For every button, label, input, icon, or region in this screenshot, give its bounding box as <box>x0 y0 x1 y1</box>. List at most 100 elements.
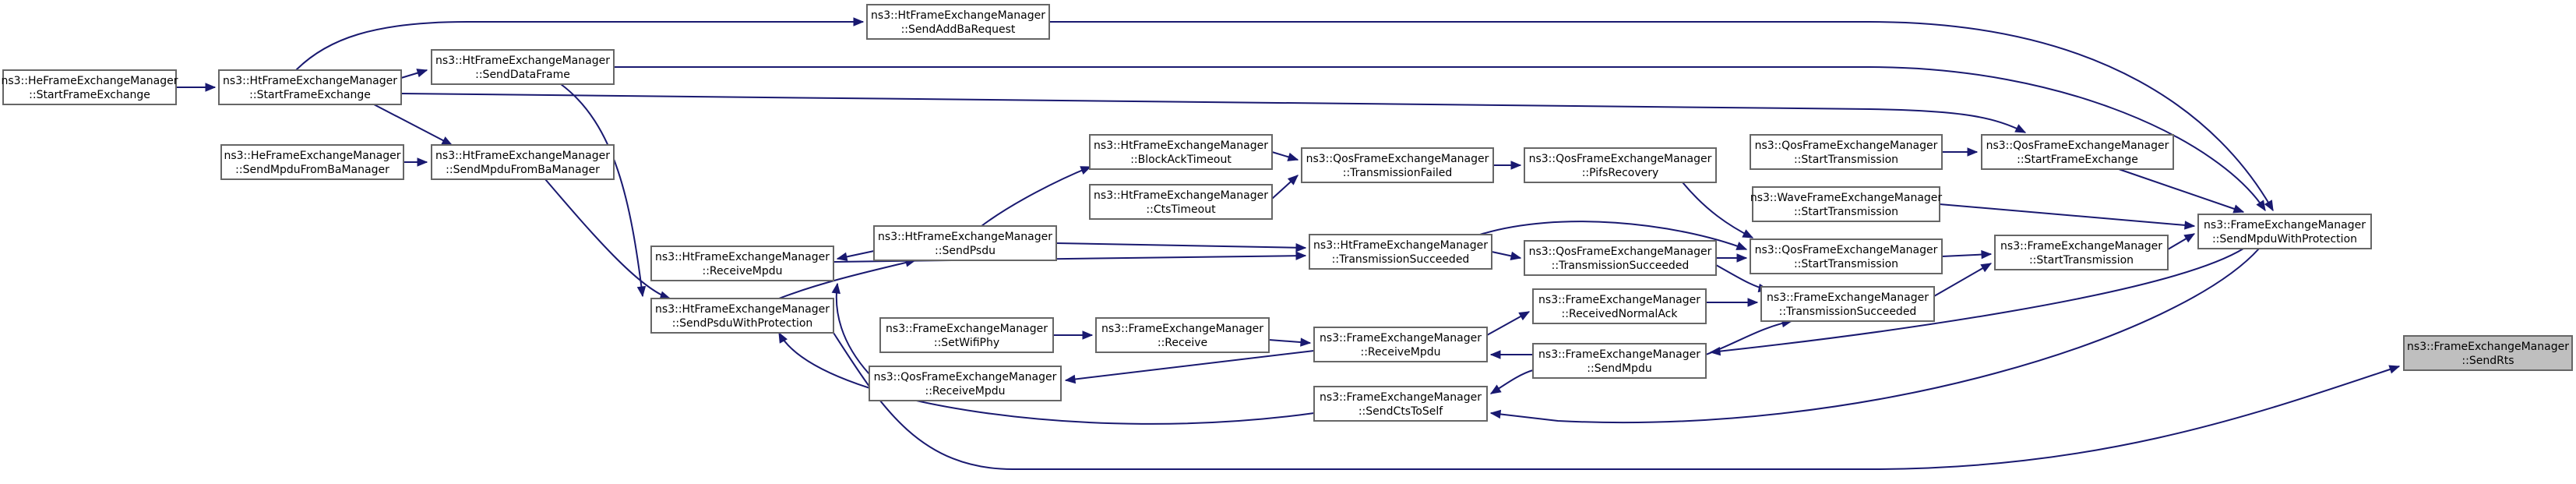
node-label-class: ns3::HtFrameExchangeManager <box>223 75 397 87</box>
node-qos_txfailed[interactable]: ns3::QosFrameExchangeManager::Transmissi… <box>1301 147 1494 183</box>
node-label-class: ns3::QosFrameExchangeManager <box>1529 246 1712 258</box>
edge-ht_ctstimeout-to-qos_txfailed <box>1271 175 1299 200</box>
edge-fem_starttx-to-fem_sendmpduprot <box>2167 233 2196 250</box>
nodes-layer: ns3::HeFrameExchangeManager::StartFrameE… <box>1 4 2573 422</box>
edge-fem_recvmpdu-to-fem_recvack <box>1486 311 1531 336</box>
node-label-class: ns3::HtFrameExchangeManager <box>435 150 610 162</box>
node-label-method: ::ReceiveMpdu <box>1361 346 1441 359</box>
edge-ht_blockack-to-qos_txfailed <box>1271 151 1299 161</box>
node-label-class: ns3::QosFrameExchangeManager <box>1755 140 1938 152</box>
edge-fem_recvack-to-fem_txsucc <box>1706 298 1759 307</box>
edge-qos_startfe-to-fem_sendmpduprot <box>2118 168 2245 214</box>
node-label-method: ::SendMpduFromBaManager <box>446 164 600 176</box>
node-label-class: ns3::FrameExchangeManager <box>2204 219 2366 231</box>
node-label-method: ::StartTransmission <box>1794 206 1898 218</box>
node-label-method: ::SendMpdu <box>1587 362 1651 375</box>
node-label-method: ::TransmissionSucceeded <box>1779 306 1917 318</box>
node-label-method: ::SetWifiPhy <box>934 337 999 349</box>
node-ht_ctstimeout[interactable]: ns3::HtFrameExchangeManager::CtsTimeout <box>1089 184 1273 220</box>
edge-qos_txfailed-to-qos_pifs <box>1493 161 1522 170</box>
node-ht_senddata[interactable]: ns3::HtFrameExchangeManager::SendDataFra… <box>431 49 615 85</box>
node-fem_sendmpdu[interactable]: ns3::FrameExchangeManager::SendMpdu <box>1532 343 1707 379</box>
node-label-method: ::CtsTimeout <box>1146 203 1216 216</box>
node-ht_txsucc[interactable]: ns3::HtFrameExchangeManager::Transmissio… <box>1309 234 1492 270</box>
edge-fem_receive-to-fem_recvmpdu <box>1268 337 1312 347</box>
node-qos_startfe[interactable]: ns3::QosFrameExchangeManager::StartFrame… <box>1981 134 2174 170</box>
node-ht_blockack[interactable]: ns3::HtFrameExchangeManager::BlockAckTim… <box>1089 134 1273 170</box>
edge-ht_senddata-to-fem_sendmpduprot <box>614 66 2266 212</box>
node-fem_sendrts[interactable]: ns3::FrameExchangeManager::SendRts <box>2403 335 2573 371</box>
node-label-class: ns3::HtFrameExchangeManager <box>1094 189 1268 202</box>
node-fem_starttx[interactable]: ns3::FrameExchangeManager::StartTransmis… <box>1994 235 2169 270</box>
node-label-class: ns3::FrameExchangeManager <box>1320 332 1482 344</box>
edge-fem_sendcts-to-ht_sendpsduprot <box>778 331 1315 425</box>
node-label-class: ns3::HtFrameExchangeManager <box>878 231 1052 243</box>
node-label-class: ns3::FrameExchangeManager <box>1767 291 1929 304</box>
node-label-method: ::BlockAckTimeout <box>1130 154 1232 166</box>
node-wave_starttx[interactable]: ns3::WaveFrameExchangeManager::StartTran… <box>1750 186 1943 222</box>
edge-wave_starttx-to-fem_sendmpduprot <box>1939 203 2196 230</box>
node-qos_starttx_b[interactable]: ns3::QosFrameExchangeManager::StartTrans… <box>1750 238 1943 274</box>
node-fem_recvmpdu[interactable]: ns3::FrameExchangeManager::ReceiveMpdu <box>1313 327 1488 362</box>
edge-fem_setwifiphy-to-fem_receive <box>1053 330 1094 340</box>
node-he_sendmpdubam[interactable]: ns3::HeFrameExchangeManager::SendMpduFro… <box>220 144 404 180</box>
node-label-method: ::SendMpduWithProtection <box>2212 233 2357 246</box>
edge-ht_sendpsdu-to-ht_recvmpdu <box>836 250 875 262</box>
node-label-class: ns3::QosFrameExchangeManager <box>1755 244 1938 256</box>
node-label-class: ns3::HtFrameExchangeManager <box>655 303 830 316</box>
node-he_start[interactable]: ns3::HeFrameExchangeManager::StartFrameE… <box>1 69 178 105</box>
node-label-method: ::StartTransmission <box>1794 154 1898 166</box>
node-label-class: ns3::WaveFrameExchangeManager <box>1750 192 1943 204</box>
node-fem_txsucc[interactable]: ns3::FrameExchangeManager::TransmissionS… <box>1760 286 1935 322</box>
node-label-method: ::SendRts <box>2461 355 2514 367</box>
edge-ht_start-to-qos_startfe <box>400 93 2027 133</box>
edge-ht_senddata-to-ht_sendpsduprot <box>560 83 647 298</box>
node-ht_recvmpdu[interactable]: ns3::HtFrameExchangeManager::ReceiveMpdu <box>650 246 834 281</box>
node-label-method: ::SendPsdu <box>935 245 996 257</box>
node-label-class: ns3::QosFrameExchangeManager <box>1306 153 1489 165</box>
node-label-class: ns3::FrameExchangeManager <box>1320 391 1482 404</box>
node-label-method: ::StartTransmission <box>2029 254 2134 267</box>
node-qos_starttx_a[interactable]: ns3::QosFrameExchangeManager::StartTrans… <box>1750 134 1943 170</box>
edge-qos_txsucc-to-qos_starttx_b <box>1716 253 1748 263</box>
node-label-method: ::StartFrameExchange <box>2017 154 2138 166</box>
node-ht_sendmpdubam[interactable]: ns3::HtFrameExchangeManager::SendMpduFro… <box>431 144 615 180</box>
edge-ht_start-to-ht_addba <box>295 17 865 71</box>
node-label-class: ns3::HtFrameExchangeManager <box>1313 239 1488 252</box>
node-fem_sendcts[interactable]: ns3::FrameExchangeManager::SendCtsToSelf <box>1313 386 1488 422</box>
node-ht_start[interactable]: ns3::HtFrameExchangeManager::StartFrameE… <box>218 69 402 105</box>
node-label-method: ::TransmissionSucceeded <box>1332 253 1470 266</box>
node-fem_recvack[interactable]: ns3::FrameExchangeManager::ReceivedNorma… <box>1532 288 1707 324</box>
edge-ht_sendpsdu-to-ht_blockack <box>981 166 1092 227</box>
edge-ht_txsucc-to-qos_starttx_b <box>1479 221 1748 250</box>
node-ht_sendpsdu[interactable]: ns3::HtFrameExchangeManager::SendPsdu <box>873 225 1057 261</box>
node-ht_addba[interactable]: ns3::HtFrameExchangeManager::SendAddBaRe… <box>866 4 1050 40</box>
node-qos_txsucc[interactable]: ns3::QosFrameExchangeManager::Transmissi… <box>1524 240 1717 276</box>
edge-fem_recvmpdu-to-qos_recvmpdu <box>1064 350 1315 384</box>
node-label-class: ns3::QosFrameExchangeManager <box>874 371 1057 383</box>
node-label-method: ::StartFrameExchange <box>249 89 371 101</box>
edge-fem_sendmpdu-to-fem_recvmpdu <box>1489 350 1533 359</box>
edge-qos_pifs-to-qos_starttx_b <box>1682 182 1754 238</box>
node-label-class: ns3::QosFrameExchangeManager <box>1986 140 2169 152</box>
node-label-method: ::PifsRecovery <box>1582 167 1659 179</box>
node-fem_setwifiphy[interactable]: ns3::FrameExchangeManager::SetWifiPhy <box>879 317 1054 353</box>
node-fem_sendmpduprot[interactable]: ns3::FrameExchangeManager::SendMpduWithP… <box>2197 214 2372 249</box>
node-label-method: ::TransmissionFailed <box>1343 167 1453 179</box>
node-label-method: ::SendAddBaRequest <box>901 23 1016 36</box>
node-qos_pifs[interactable]: ns3::QosFrameExchangeManager::PifsRecove… <box>1524 147 1717 183</box>
node-label-class: ns3::HtFrameExchangeManager <box>1094 140 1268 152</box>
edge-qos_starttx_b-to-fem_starttx <box>1941 249 1993 260</box>
node-qos_recvmpdu[interactable]: ns3::QosFrameExchangeManager::ReceiveMpd… <box>869 366 1062 401</box>
node-ht_sendpsduprot[interactable]: ns3::HtFrameExchangeManager::SendPsduWit… <box>650 298 834 334</box>
node-label-class: ns3::HtFrameExchangeManager <box>871 9 1045 22</box>
node-fem_receive[interactable]: ns3::FrameExchangeManager::Receive <box>1095 317 1270 353</box>
edge-ht_sendpsduprot-to-fem_sendrts <box>833 332 2401 470</box>
node-label-method: ::ReceiveMpdu <box>925 385 1006 397</box>
node-label-method: ::TransmissionSucceeded <box>1552 260 1690 272</box>
edge-fem_txsucc-to-fem_starttx <box>1933 263 1993 297</box>
node-label-class: ns3::HtFrameExchangeManager <box>655 251 830 263</box>
edge-he_sendmpdubam-to-ht_sendmpdubam <box>403 157 428 167</box>
node-label-class: ns3::FrameExchangeManager <box>2407 341 2569 353</box>
